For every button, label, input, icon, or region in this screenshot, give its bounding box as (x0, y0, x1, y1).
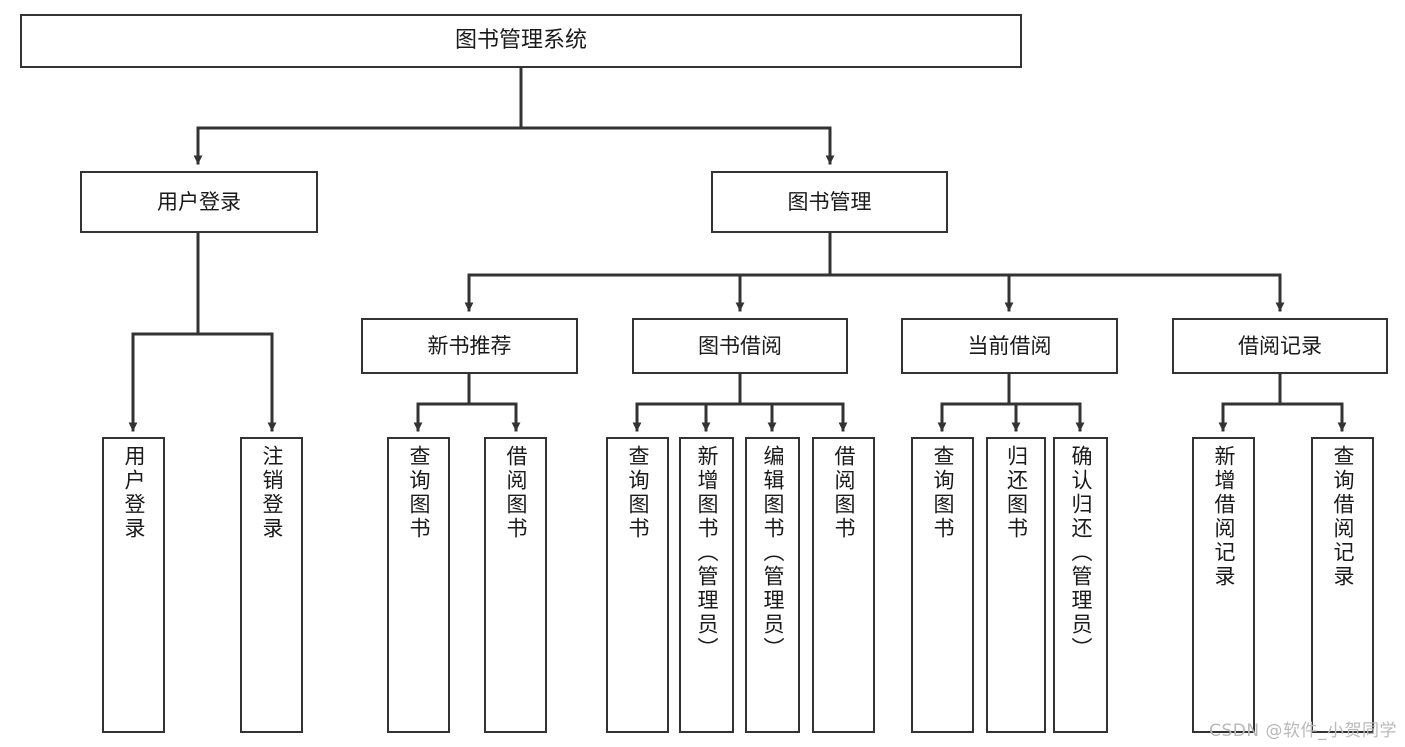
node-book-borrow[interactable]: 图书借阅 (632, 318, 848, 374)
node-leaf-query-record[interactable]: 查询借阅记录 (1311, 437, 1374, 733)
node-borrow-record[interactable]: 借阅记录 (1172, 318, 1388, 374)
node-leaf-query-book-1[interactable]: 查询图书 (387, 437, 450, 733)
watermark-text: CSDN @软件_小贺同学 (1209, 721, 1397, 741)
node-leaf-borrow-book-2-label: 借阅图书 (832, 445, 856, 541)
node-borrow-record-label: 借阅记录 (1238, 333, 1322, 358)
node-new-book-rec-label: 新书推荐 (427, 333, 512, 358)
node-user-login-label: 用户登录 (157, 189, 241, 214)
node-root-label: 图书管理系统 (454, 28, 587, 54)
node-leaf-borrow-book-1-label: 借阅图书 (504, 445, 528, 541)
node-leaf-add-record[interactable]: 新增借阅记录 (1192, 437, 1255, 733)
node-current-borrow-label: 当前借阅 (967, 333, 1052, 358)
node-leaf-query-book-2[interactable]: 查询图书 (606, 437, 669, 733)
node-leaf-add-record-label: 新增借阅记录 (1212, 445, 1236, 589)
node-leaf-edit-book-label: 编辑图书（管理员） (761, 445, 785, 661)
node-leaf-query-record-label: 查询借阅记录 (1331, 445, 1355, 589)
node-current-borrow[interactable]: 当前借阅 (901, 318, 1118, 374)
node-book-manage-label: 图书管理 (787, 189, 872, 214)
node-leaf-return-book[interactable]: 归还图书 (986, 437, 1046, 733)
node-leaf-borrow-book-1[interactable]: 借阅图书 (484, 437, 547, 733)
node-leaf-query-book-3-label: 查询图书 (931, 445, 955, 541)
node-leaf-confirm-return[interactable]: 确认归还（管理员） (1053, 437, 1108, 733)
node-leaf-user-login-label: 用户登录 (122, 445, 146, 541)
node-leaf-logout-label: 注销登录 (260, 445, 284, 541)
node-leaf-query-book-2-label: 查询图书 (626, 445, 650, 541)
node-leaf-query-book-3[interactable]: 查询图书 (911, 437, 974, 733)
node-leaf-return-book-label: 归还图书 (1004, 445, 1029, 541)
node-user-login[interactable]: 用户登录 (80, 171, 318, 233)
node-leaf-query-book-1-label: 查询图书 (407, 445, 431, 541)
node-root[interactable]: 图书管理系统 (20, 14, 1022, 68)
node-leaf-add-book-label: 新增图书（管理员） (695, 445, 719, 661)
node-leaf-confirm-return-label: 确认归还（管理员） (1069, 445, 1093, 661)
node-book-borrow-label: 图书借阅 (698, 333, 782, 358)
node-leaf-borrow-book-2[interactable]: 借阅图书 (812, 437, 875, 733)
node-leaf-add-book[interactable]: 新增图书（管理员） (679, 437, 734, 733)
node-leaf-edit-book[interactable]: 编辑图书（管理员） (745, 437, 800, 733)
node-leaf-user-login[interactable]: 用户登录 (102, 437, 165, 733)
node-leaf-logout[interactable]: 注销登录 (240, 437, 303, 733)
node-new-book-rec[interactable]: 新书推荐 (361, 318, 578, 374)
node-book-manage[interactable]: 图书管理 (711, 171, 948, 233)
